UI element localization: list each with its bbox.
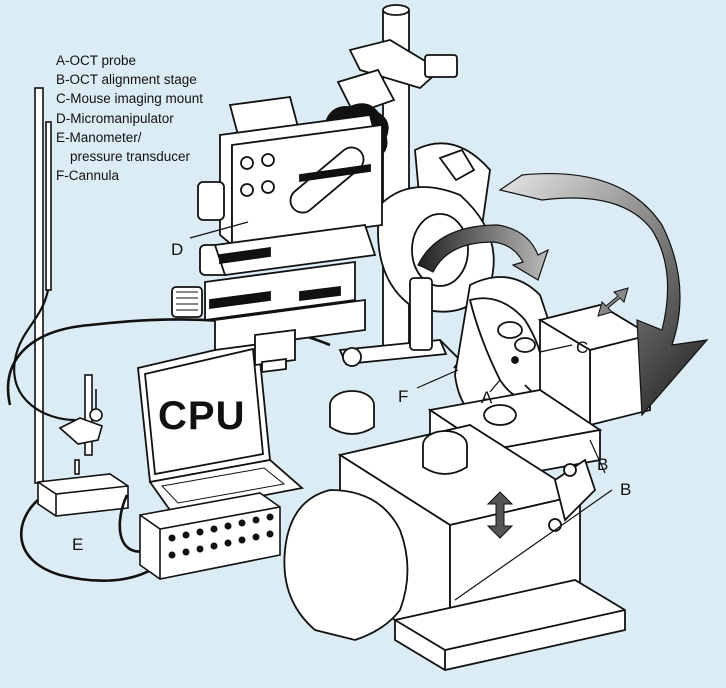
- callout-d: D: [171, 240, 184, 259]
- callout-e: E: [72, 535, 84, 554]
- legend: A-OCT probe B-OCT alignment stage C-Mous…: [56, 51, 203, 185]
- manometer-stand: [13, 87, 103, 484]
- cpu-ports: [168, 513, 274, 559]
- stage-arrow-diagonal: [597, 287, 629, 317]
- stage-arrow-vertical: [486, 491, 514, 539]
- legend-item-f: F-Cannula: [56, 168, 120, 184]
- probe-arm: [338, 277, 462, 369]
- legend-item-a: A-OCT probe: [56, 53, 137, 68]
- stage-handle: [548, 458, 597, 532]
- callout-f: F: [398, 387, 409, 406]
- cpu-unit: [139, 492, 281, 580]
- stage-knobs: [329, 390, 517, 475]
- big-rotation-arrow: [498, 172, 709, 417]
- micromanipulator: [171, 96, 383, 374]
- callout-b-upper: B: [597, 455, 609, 474]
- mouse-mount: [454, 276, 564, 426]
- legend-item-e-continued: pressure transducer: [70, 149, 191, 165]
- laptop: [137, 338, 304, 514]
- small-rotation-arrow: [417, 224, 550, 281]
- callout-b-lower: B: [620, 480, 632, 499]
- legend-item-b: B-OCT alignment stage: [56, 72, 197, 88]
- cpu-screen-text: CPU: [158, 394, 246, 438]
- body-blob: [283, 489, 409, 641]
- manometer-box: [37, 459, 129, 517]
- legend-item-d: D-Micromanipulator: [56, 110, 174, 126]
- callout-c: C: [576, 338, 589, 357]
- leader-lines: [189, 221, 613, 601]
- legend-item-e: E-Manometer/: [56, 129, 142, 145]
- callout-a: A: [481, 388, 493, 407]
- legend-item-c: C-Mouse imaging mount: [56, 91, 204, 107]
